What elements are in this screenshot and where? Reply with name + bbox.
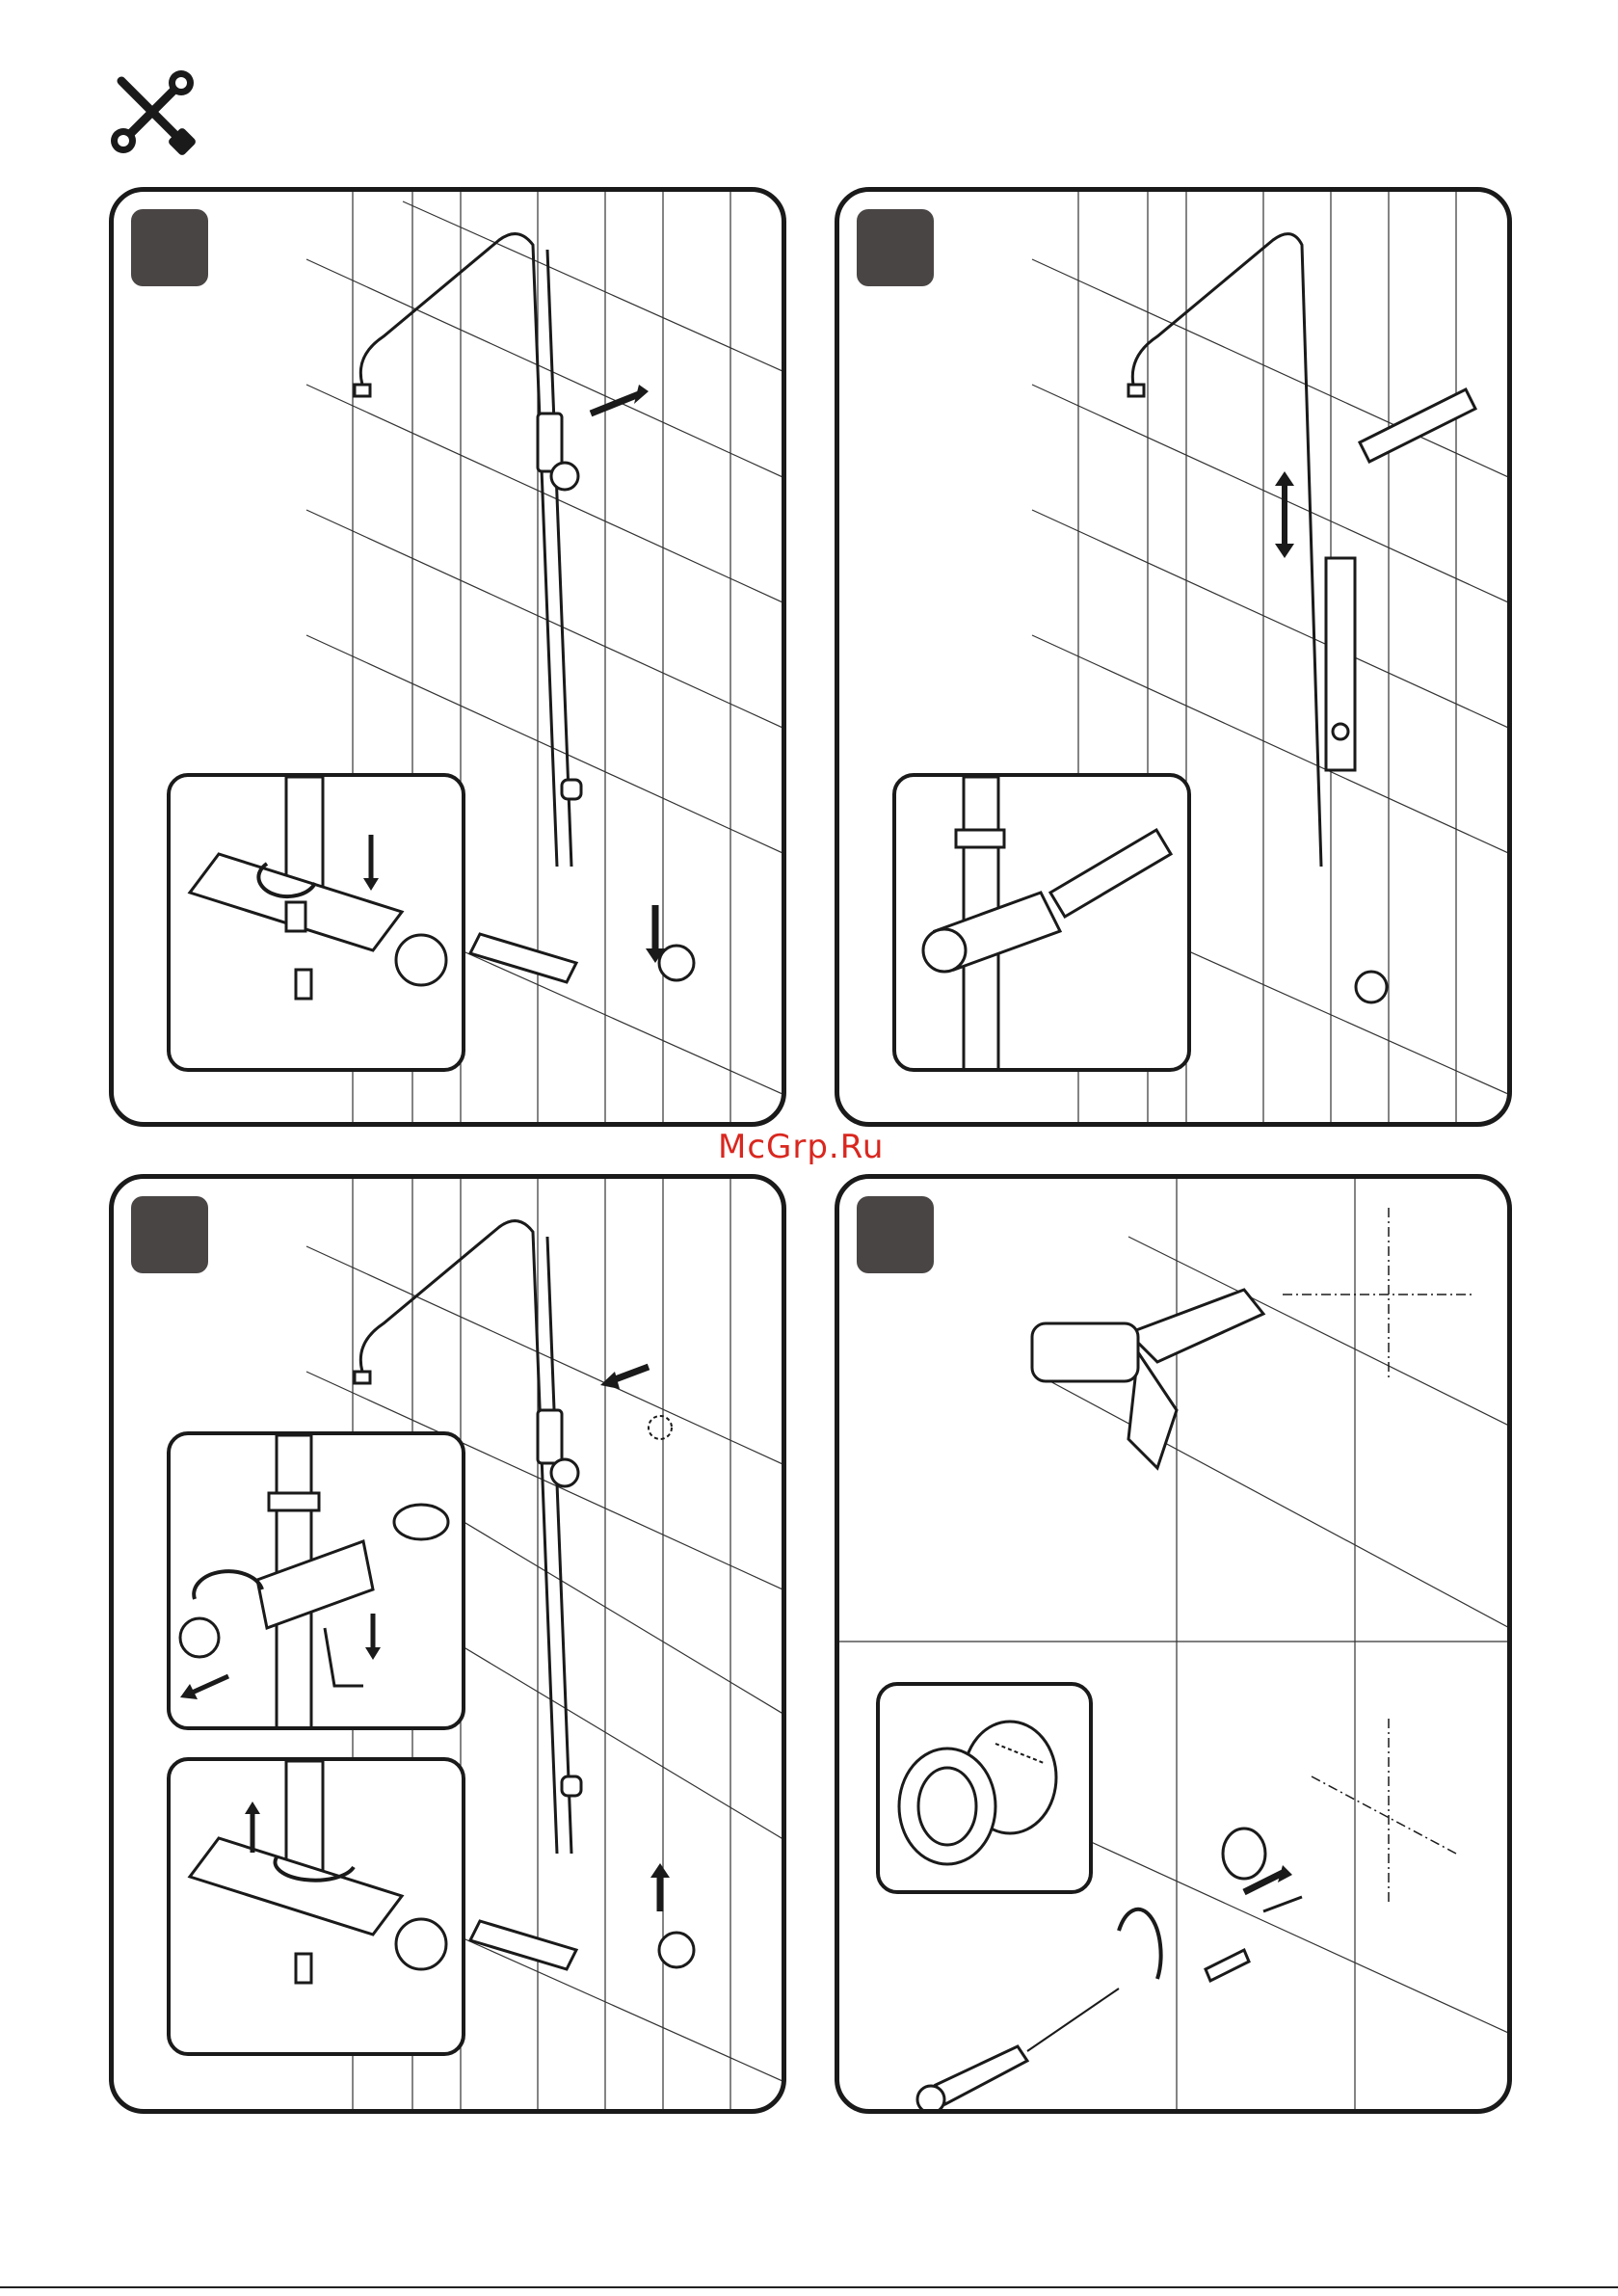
watermark: McGrp.Ru <box>718 1128 884 1166</box>
step-3-detail-inset-top <box>167 1431 465 1730</box>
step-4-panel <box>835 1174 1512 2114</box>
step-2-detail-inset <box>892 773 1191 1072</box>
step-4-illustration <box>839 1179 1512 2114</box>
step-2-panel <box>835 187 1512 1127</box>
tools-icon <box>104 64 200 160</box>
step-1-panel <box>109 187 786 1127</box>
step-4-detail-inset <box>876 1682 1093 1894</box>
step-3-detail-inset-bottom <box>167 1757 465 2056</box>
step-1-detail-inset <box>167 773 465 1072</box>
page-footer-rule <box>0 2286 1618 2288</box>
step-3-panel <box>109 1174 786 2114</box>
